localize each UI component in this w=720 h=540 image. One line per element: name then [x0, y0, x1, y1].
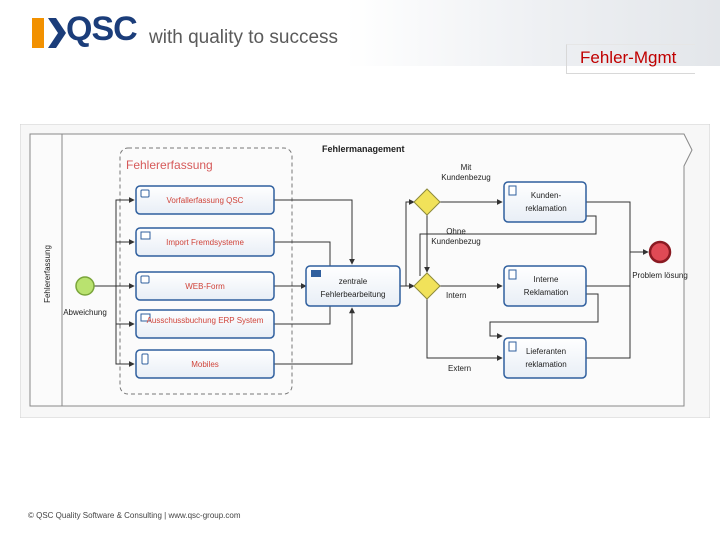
slide-title: Fehler-Mgmt: [580, 48, 677, 67]
capture-task[interactable]: Mobiles: [135, 349, 275, 379]
brand-tagline: with quality to success: [149, 27, 339, 48]
complaint-task[interactable]: Kunden- reklamation: [503, 181, 587, 223]
task-label-line2: Fehlerbearbeitung: [321, 290, 386, 299]
central-processing-task[interactable]: zentrale Fehlerbearbeitung: [305, 265, 401, 307]
script-task-icon: [140, 313, 151, 322]
capture-task[interactable]: Import Fremdsysteme: [135, 227, 275, 257]
task-label-line1: Lieferanten: [526, 347, 566, 356]
gateway-label: Mit: [461, 163, 472, 172]
task-label: Import Fremdsysteme: [166, 238, 244, 247]
task-label-line1: Kunden-: [531, 191, 562, 200]
capture-group: [119, 147, 293, 395]
user-task-icon: [140, 275, 150, 284]
complaint-task[interactable]: Interne Reklamation: [503, 265, 587, 307]
gateway-label: Kundenbezug: [441, 173, 490, 182]
gateway-label: Ohne: [446, 227, 466, 236]
start-event-label: Abweichung: [63, 308, 107, 317]
pool-title: Fehlermanagement: [322, 144, 405, 154]
user-task-icon: [140, 189, 150, 198]
task-label: Mobiles: [191, 360, 219, 369]
group-title: Fehlererfassung: [126, 158, 213, 172]
end-event[interactable]: [648, 240, 672, 264]
complaint-task[interactable]: Lieferanten reklamation: [503, 337, 587, 379]
exclusive-gateway[interactable]: [413, 188, 441, 216]
end-event-label-text: Problem lösung: [632, 271, 688, 280]
brand-name: QSC: [66, 10, 138, 48]
lane-label: Fehlererfassung: [43, 245, 52, 303]
slide-header: QSC with quality to success Fehler-Mgmt: [0, 0, 720, 74]
task-label-line1: zentrale: [339, 277, 368, 286]
message-envelope-icon: [311, 270, 321, 277]
bpmn-diagram: Fehlererfassung Fehlermanagement Fehlere…: [20, 124, 710, 418]
capture-task[interactable]: Ausschussbuchung ERP System: [135, 309, 275, 339]
task-label-line1: Interne: [534, 275, 559, 284]
exclusive-gateway[interactable]: [413, 272, 441, 300]
gateway-label: Intern: [446, 291, 466, 300]
slide-title-frame: [566, 44, 695, 74]
task-label-line2: reklamation: [525, 204, 566, 213]
end-event-label: Problem lösung: [632, 271, 688, 280]
qsc-logo-icon: [32, 18, 66, 48]
document-task-icon: [508, 185, 517, 196]
task-label: Ausschussbuchung ERP System: [147, 316, 264, 325]
footer-copyright: © QSC Quality Software & Consulting | ww…: [28, 511, 241, 520]
task-label: Vorfallerfassung QSC: [167, 196, 244, 205]
capture-task[interactable]: Vorfallerfassung QSC: [135, 185, 275, 215]
document-task-icon: [508, 341, 517, 352]
capture-task[interactable]: WEB-Form: [135, 271, 275, 301]
task-label-line2: reklamation: [525, 360, 566, 369]
document-task-icon: [508, 269, 517, 280]
start-event[interactable]: [75, 276, 95, 296]
mobile-device-icon: [141, 353, 149, 365]
script-task-icon: [140, 231, 151, 240]
task-label-line2: Reklamation: [524, 288, 568, 297]
gateway-label: Extern: [448, 364, 471, 373]
task-label: WEB-Form: [185, 282, 225, 291]
gateway-label: Kundenbezug: [431, 237, 480, 246]
